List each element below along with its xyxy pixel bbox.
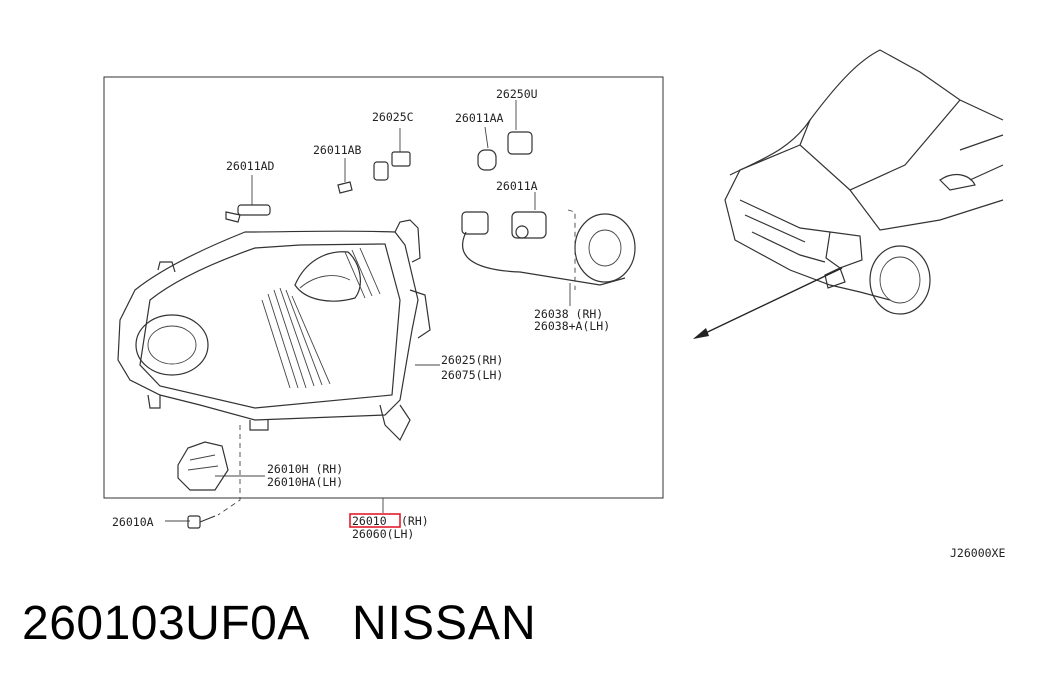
label-26010-rh-suffix: (RH) (401, 514, 429, 528)
target-part-highlight (349, 513, 401, 528)
label-26011AD: 26011AD (226, 159, 275, 173)
hatching (261, 247, 381, 389)
bulb-26025C (373, 151, 411, 181)
label-26010-rh-number: 26010 (352, 514, 387, 528)
bulb-26011AD (225, 204, 271, 223)
label-26010A: 26010A (112, 515, 154, 529)
socket-26250U (507, 131, 533, 155)
diagram-code: J26000XE (950, 546, 1005, 560)
label-26025C: 26025C (372, 110, 414, 124)
headlamp-housing (117, 219, 431, 442)
label-26250U: 26250U (496, 87, 538, 101)
label-26075-lh: 26075(LH) (441, 368, 503, 382)
brand-name: NISSAN (352, 597, 537, 650)
label-26038-rh: 26038 (RH) (534, 307, 603, 321)
label-26025-rh: 26025(RH) (441, 353, 503, 367)
pointer-arrow (693, 267, 843, 339)
label-26060-lh: 26060(LH) (352, 527, 414, 541)
vehicle-sketch (724, 49, 1004, 315)
callout-labels: 26250U 26025C 26011AA 26011AB 26011AD 26… (112, 87, 1005, 560)
label-26010HA-lh: 26010HA(LH) (267, 475, 343, 489)
bulb-26011AA (477, 149, 497, 171)
label-26038-lh: 26038+A(LH) (534, 319, 610, 333)
leader-lines (165, 100, 571, 522)
label-26011AA: 26011AA (455, 111, 504, 125)
assembly-frame (103, 76, 664, 499)
bulb-26011A (511, 211, 547, 239)
bracket-26010H (177, 441, 229, 491)
harness-26038 (461, 209, 636, 290)
screw-26010A (187, 515, 216, 529)
bulb-26011AB (337, 181, 353, 194)
label-26011A: 26011A (496, 179, 538, 193)
label-26011AB: 26011AB (313, 143, 362, 157)
label-26010H-rh: 26010H (RH) (267, 462, 343, 476)
part-number: 260103UF0A (22, 597, 310, 650)
